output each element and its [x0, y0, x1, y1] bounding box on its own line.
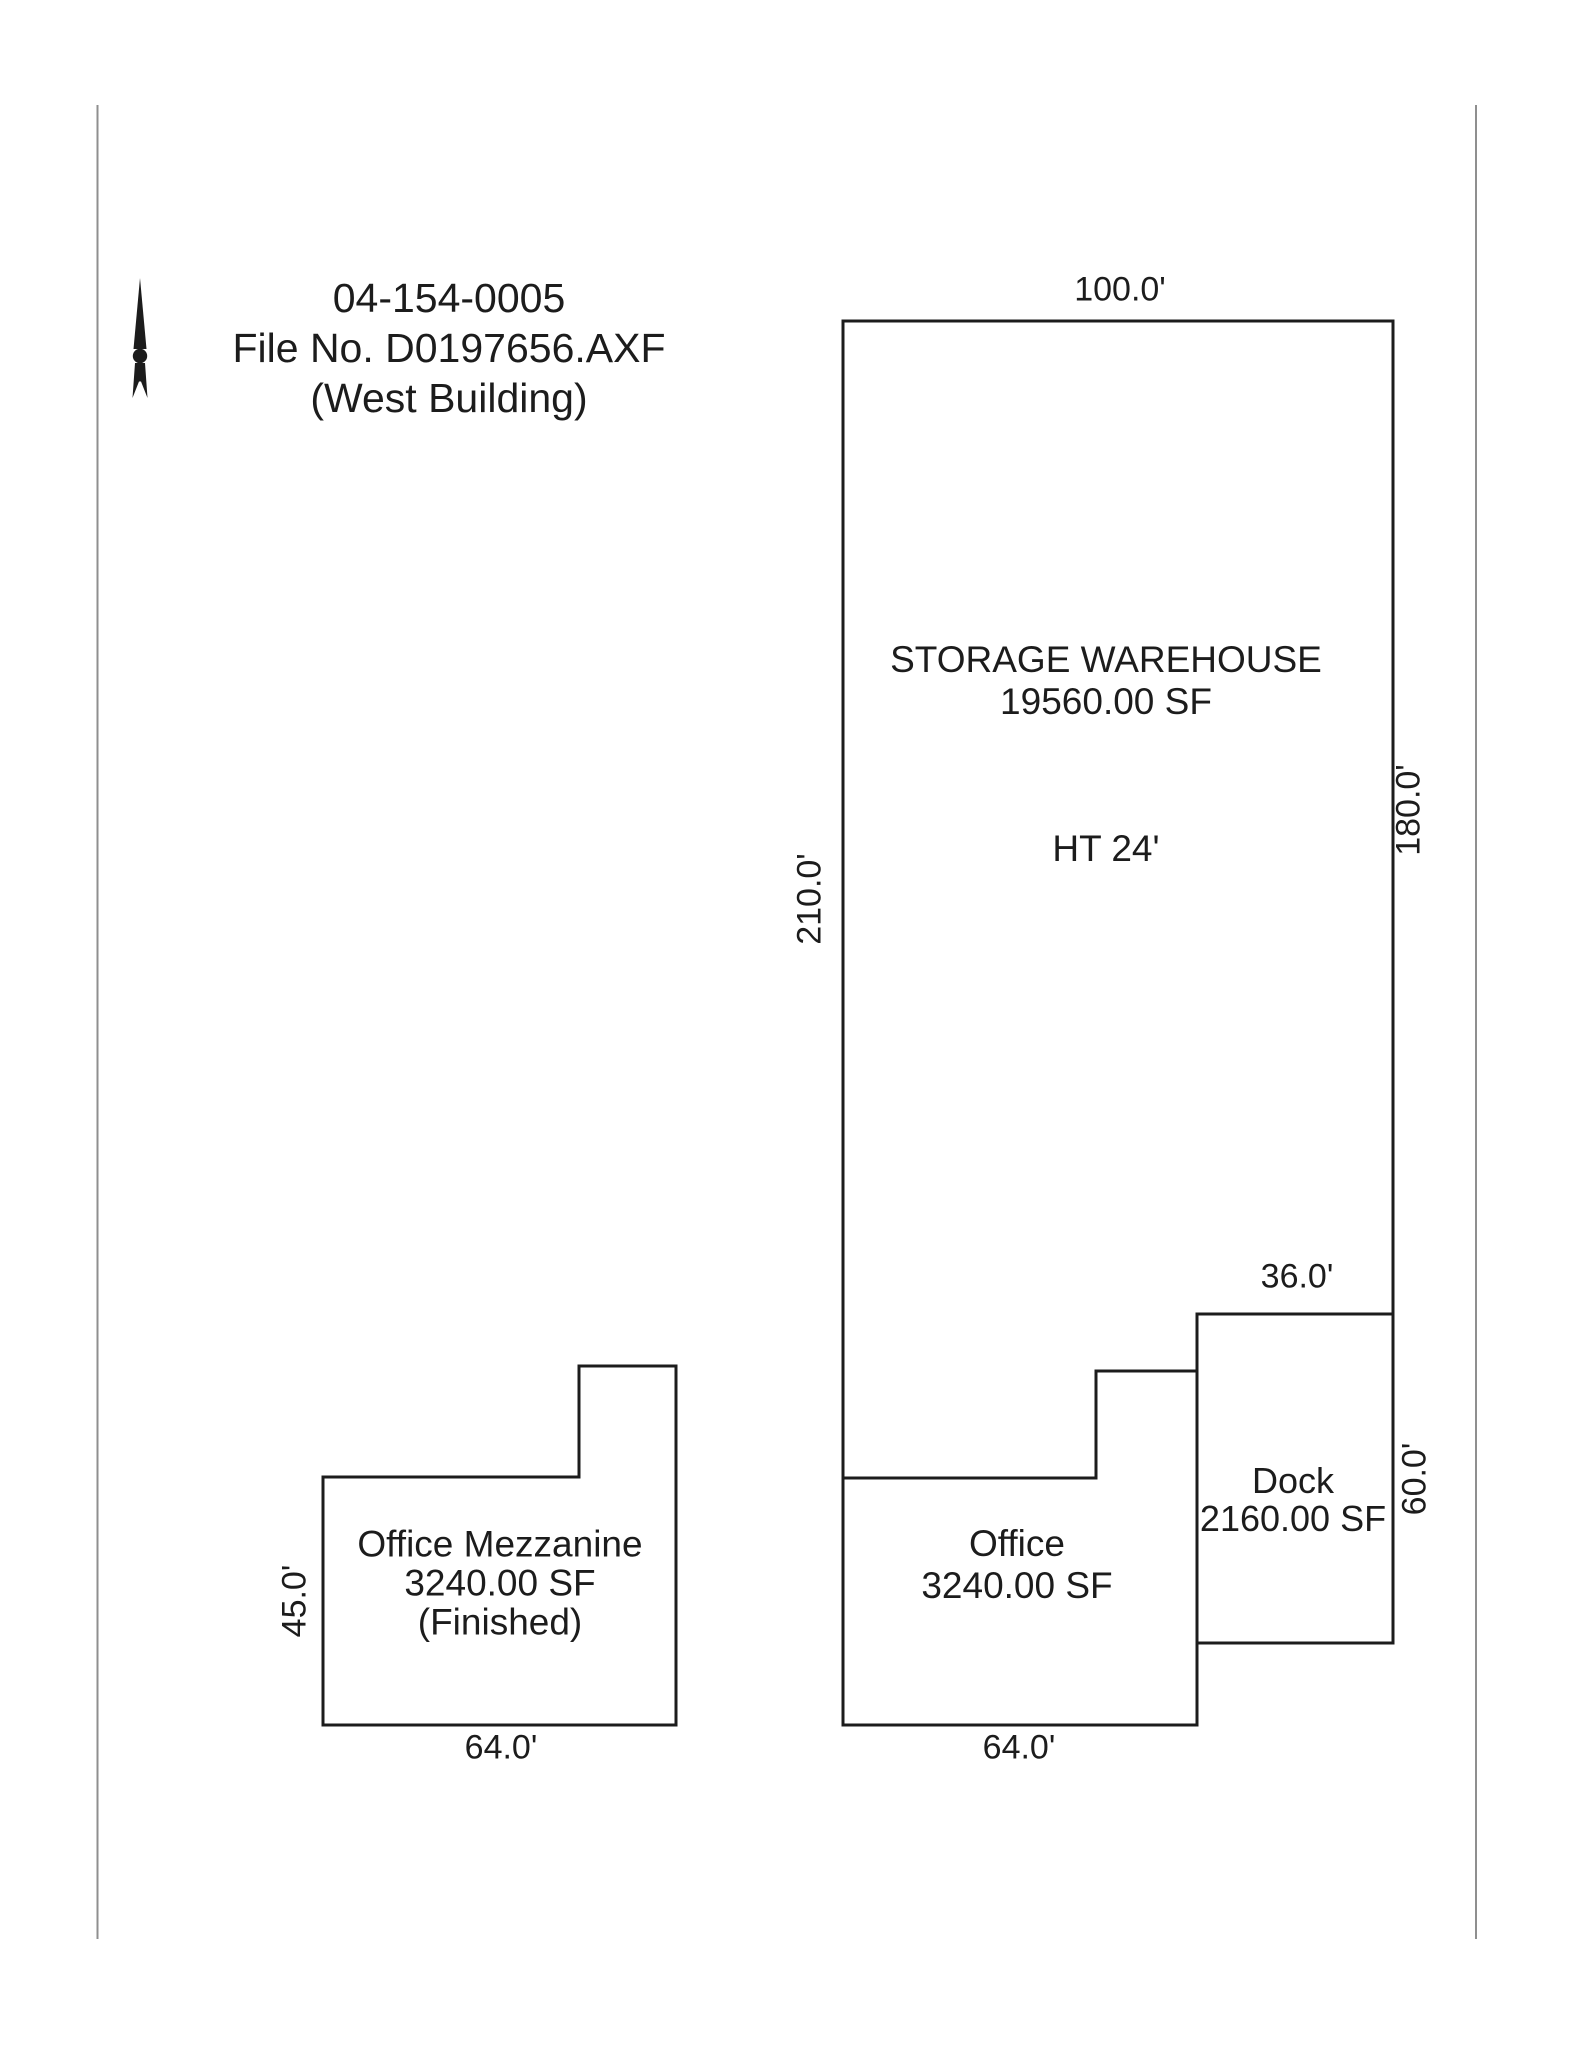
warehouse-height-note: HT 24' — [1052, 828, 1160, 869]
office-outline — [841, 1369, 1199, 1727]
dock-dim-top: 36.0' — [1260, 1257, 1334, 1296]
mezzanine-note: (Finished) — [417, 1601, 583, 1643]
mezzanine-name: Office Mezzanine — [357, 1523, 643, 1565]
warehouse-dim-left: 210.0' — [790, 853, 829, 945]
warehouse-name: STORAGE WAREHOUSE — [890, 639, 1322, 680]
mezzanine-dim-left: 45.0' — [275, 1564, 314, 1638]
parcel-number: 04-154-0005 — [332, 275, 566, 321]
office-label: Office 3240.00 SF — [921, 1523, 1112, 1607]
office-name: Office — [969, 1523, 1065, 1564]
mezzanine-outline — [321, 1364, 678, 1727]
office-dim-bottom: 64.0' — [982, 1728, 1056, 1767]
north-arrow-icon — [132, 278, 148, 398]
file-number: File No. D0197656.AXF — [232, 325, 666, 371]
dock-area: 2160.00 SF — [1199, 1498, 1387, 1539]
mezzanine-dim-bottom: 64.0' — [464, 1728, 538, 1767]
warehouse-area: 19560.00 SF — [1000, 681, 1212, 722]
warehouse-label: STORAGE WAREHOUSE 19560.00 SF — [890, 639, 1322, 723]
warehouse-dim-right: 180.0' — [1389, 764, 1428, 856]
title-block: 04-154-0005 File No. D0197656.AXF (West … — [232, 273, 665, 423]
building-note: (West Building) — [310, 375, 588, 421]
office-area: 3240.00 SF — [921, 1565, 1113, 1606]
warehouse-dim-top: 100.0' — [1074, 270, 1166, 309]
warehouse-outline — [841, 319, 1395, 1480]
dock-label: Dock 2160.00 SF — [1200, 1462, 1386, 1538]
mezzanine-label: Office Mezzanine 3240.00 SF (Finished) — [357, 1525, 642, 1642]
dock-dim-right: 60.0' — [1395, 1442, 1434, 1516]
mezzanine-area: 3240.00 SF — [404, 1562, 596, 1604]
dock-name: Dock — [1251, 1460, 1335, 1501]
